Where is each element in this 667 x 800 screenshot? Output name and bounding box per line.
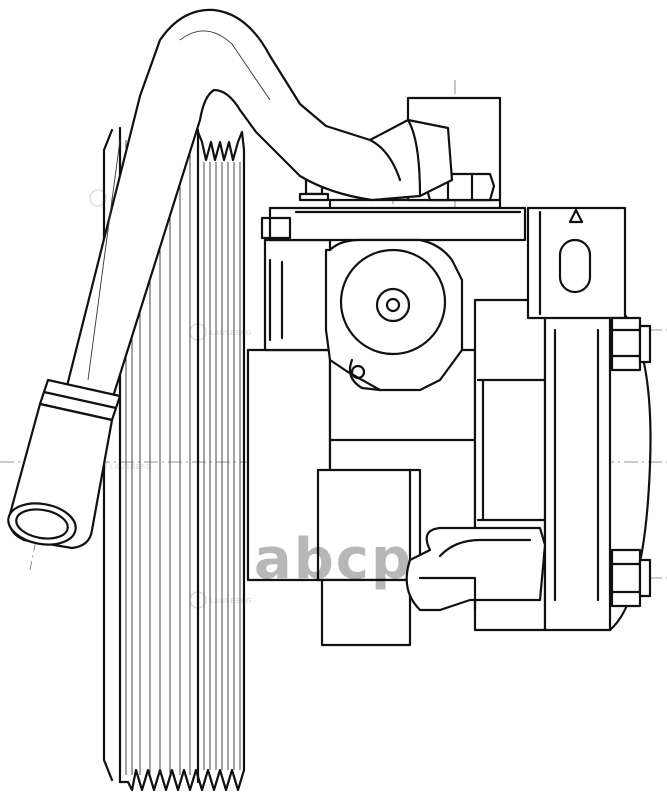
svg-text:LAUSBERG: LAUSBERG bbox=[110, 463, 152, 471]
svg-text:LAUSBERG: LAUSBERG bbox=[210, 329, 252, 337]
bolt-icon bbox=[610, 316, 652, 372]
bolt-icon bbox=[610, 548, 652, 608]
bracket-icon bbox=[526, 206, 627, 320]
hose-icon bbox=[7, 8, 454, 550]
pump-body-icon bbox=[246, 96, 652, 647]
pulley-icon bbox=[102, 126, 246, 792]
watermark-mark-6: LAUSBERG bbox=[189, 591, 252, 609]
brand-watermark: abcp bbox=[253, 527, 414, 592]
svg-text:LAUSBERG: LAUSBERG bbox=[210, 597, 252, 605]
watermark-mark-2: LAUSBERG bbox=[189, 323, 252, 341]
